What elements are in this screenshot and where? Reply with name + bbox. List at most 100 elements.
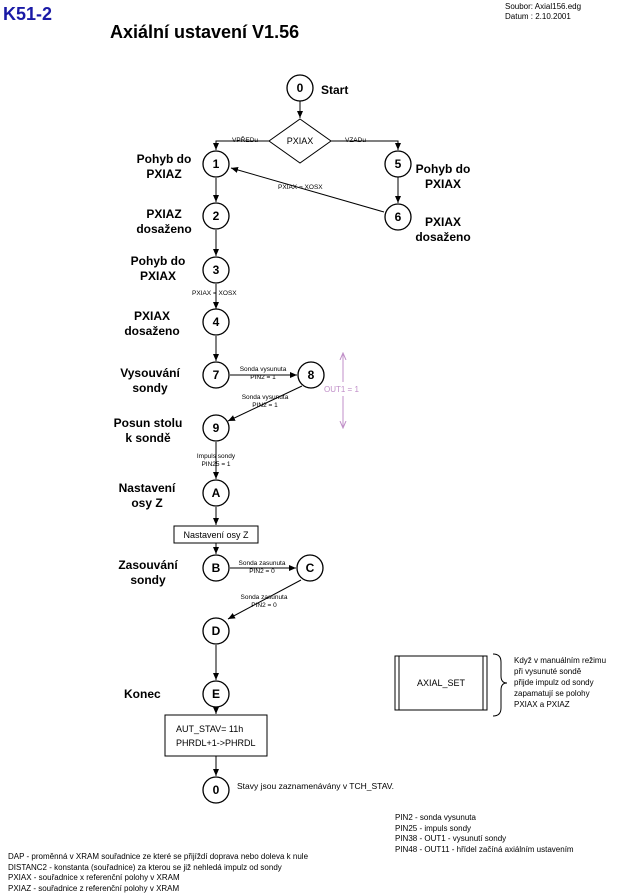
file-date: Datum : 2.10.2001: [505, 12, 571, 21]
edge-label-impuls-b: PIN25 = 1: [201, 461, 231, 468]
edge-label-sonda-zasunuta-2b: PIN2 = 0: [251, 602, 277, 609]
label-node-A: Nastavení osy Z: [118, 481, 176, 510]
node-5-text: 5: [395, 157, 402, 171]
node-7-text: 7: [213, 368, 220, 382]
node-D-text: D: [212, 624, 221, 638]
node-1-text: 1: [213, 157, 220, 171]
start-label: Start: [321, 83, 349, 97]
stavy-note: Stavy jsou zaznamenávány v TCH_STAV.: [237, 781, 395, 791]
node-9: [202, 414, 230, 442]
node-1: [202, 150, 230, 178]
node-labels: 0 1 2 3 4 5 6 7 8 9 A B C D E 0: [212, 81, 402, 797]
node-C: [296, 554, 324, 582]
edge-decision-1: [213, 140, 269, 150]
nodes: [202, 74, 412, 804]
node-E-text: E: [212, 687, 220, 701]
node-9-text: 9: [213, 421, 220, 435]
footer-definition: PXIAX - souřadnice x referenční polohy v…: [8, 873, 180, 882]
node-4-text: 4: [213, 315, 220, 329]
edge-label-sonda-vysunuta-2b: PIN2 = 1: [252, 402, 278, 409]
edge-label-sonda-vysunuta-2: Sonda vysunuta PIN2 = 1: [236, 394, 294, 410]
edge-label-sonda-zasunuta-1b: PIN2 = 0: [249, 568, 275, 575]
edge-label-sonda-zasunuta-1: Sonda zasunuta PIN2 = 0: [233, 560, 291, 576]
node-0-start-text: 0: [297, 81, 304, 95]
brace-note-line: Když v manuálním režimu: [514, 656, 607, 665]
node-8-text: 8: [308, 368, 315, 382]
label-node-7: Vysouvání sondy: [120, 366, 180, 395]
label-node-3: Pohyb do PXIAX: [130, 254, 186, 283]
edge-label-vzadu: VZADu: [345, 137, 366, 144]
node-A: [202, 479, 230, 507]
pin-legend-item: PIN2 - sonda vysunuta: [395, 813, 476, 822]
edge-label-sonda-vysunuta-1b: PIN2 = 1: [250, 374, 276, 381]
box-aut-stav-line2: PHRDL+1->PHRDL: [176, 738, 256, 748]
out1-label: OUT1 = 1: [324, 385, 359, 394]
brace-note-line: PXIAX a PXIAZ: [514, 700, 570, 709]
box-aut-stav-line1: AUT_STAV= 11h: [176, 724, 243, 734]
edge-label-sonda-zasunuta-2a: Sonda zasunuta: [240, 594, 288, 601]
footer-definition: DAP - proměnná v XRAM souřadnice ze kter…: [8, 852, 309, 861]
node-B-text: B: [212, 561, 221, 575]
box-nastaveni: [173, 525, 259, 544]
diagram-title: Axiální ustavení V1.56: [110, 22, 300, 42]
footer-definition: DISTANC2 - konstanta (souřadnice) za kte…: [8, 862, 282, 872]
node-4: [202, 308, 230, 336]
node-8: [297, 361, 325, 389]
brace-note-line: přijde impulz od sondy: [514, 678, 594, 687]
file-name: Soubor: Axial156.edg: [505, 2, 582, 11]
node-5: [384, 150, 412, 178]
label-node-9: Posun stolu k sondě: [113, 416, 183, 445]
node-A-text: A: [212, 486, 221, 500]
edge-label-vpredu: VPŘEDu: [232, 137, 259, 144]
box-axial-set: [394, 655, 488, 711]
node-C-text: C: [306, 561, 315, 575]
edge-label-pxiax-xosx-2: PXIAX = XOSX: [192, 290, 237, 297]
node-E: [202, 680, 230, 708]
footer-definitions: DAP - proměnná v XRAM souřadnice ze kter…: [8, 852, 308, 894]
file-info: Soubor: Axial156.edg Datum : 2.10.2001: [505, 2, 581, 22]
edge-C-D: [227, 579, 302, 620]
decision-diamond: [268, 118, 332, 164]
label-node-5: Pohyb do PXIAX: [415, 162, 471, 191]
box-axial-set-text: AXIAL_SET: [417, 678, 466, 688]
node-0-end-text: 0: [213, 783, 220, 797]
box-nastaveni-text: Nastavení osy Z: [183, 530, 249, 540]
edge-label-sonda-vysunuta-1a: Sonda vysunuta: [239, 366, 287, 373]
node-D: [202, 617, 230, 645]
node-0-start: [286, 74, 314, 102]
edge-label-pxiax-xosx-1: PXIAX = XOSX: [278, 184, 323, 191]
label-node-E: Konec: [124, 687, 161, 701]
box-aut-stav: [164, 714, 268, 757]
label-node-1: Pohyb do PXIAZ: [136, 152, 192, 181]
connectors: [213, 100, 401, 776]
node-3: [202, 256, 230, 284]
label-node-6: PXIAX dosaženo: [415, 215, 471, 244]
edge-label-sonda-vysunuta-1: Sonda vysunuta PIN2 = 1: [234, 366, 292, 382]
edge-8-9: [227, 385, 303, 422]
footer-definition: PXIAZ - souřadnice z referenční polohy v…: [8, 883, 180, 893]
document-code: K51-2: [3, 4, 53, 24]
pin-legend-item: PIN38 - OUT1 - vysunutí sondy: [395, 834, 507, 843]
brace: [492, 653, 508, 717]
node-6: [384, 203, 412, 231]
node-0-end: [202, 776, 230, 804]
pin-legend-item: PIN25 - impuls sondy: [395, 823, 472, 833]
node-2-text: 2: [213, 209, 220, 223]
node-2: [202, 202, 230, 230]
label-node-4: PXIAX dosaženo: [124, 309, 180, 338]
label-node-2: PXIAZ dosaženo: [136, 207, 192, 236]
brace-note-line: při vysunuté sondě: [514, 667, 582, 676]
pin-legend-item: PIN48 - OUT11 - hřídel začíná axiálním u…: [395, 844, 574, 854]
edge-label-sonda-vysunuta-2a: Sonda vysunuta: [241, 394, 289, 401]
edge-label-impuls: Impuls sondy PIN25 = 1: [188, 453, 244, 469]
node-7: [202, 361, 230, 389]
edge-6-1: [230, 167, 385, 213]
node-3-text: 3: [213, 263, 220, 277]
node-6-text: 6: [395, 210, 402, 224]
edge-label-sonda-zasunuta-1a: Sonda zasunuta: [238, 560, 286, 567]
label-node-B: Zasouvání sondy: [118, 558, 178, 587]
pin-legend: PIN2 - sonda vysunuta PIN25 - impuls son…: [395, 813, 574, 855]
node-B: [202, 554, 230, 582]
brace-note: Když v manuálním režimu při vysunuté son…: [514, 655, 606, 710]
